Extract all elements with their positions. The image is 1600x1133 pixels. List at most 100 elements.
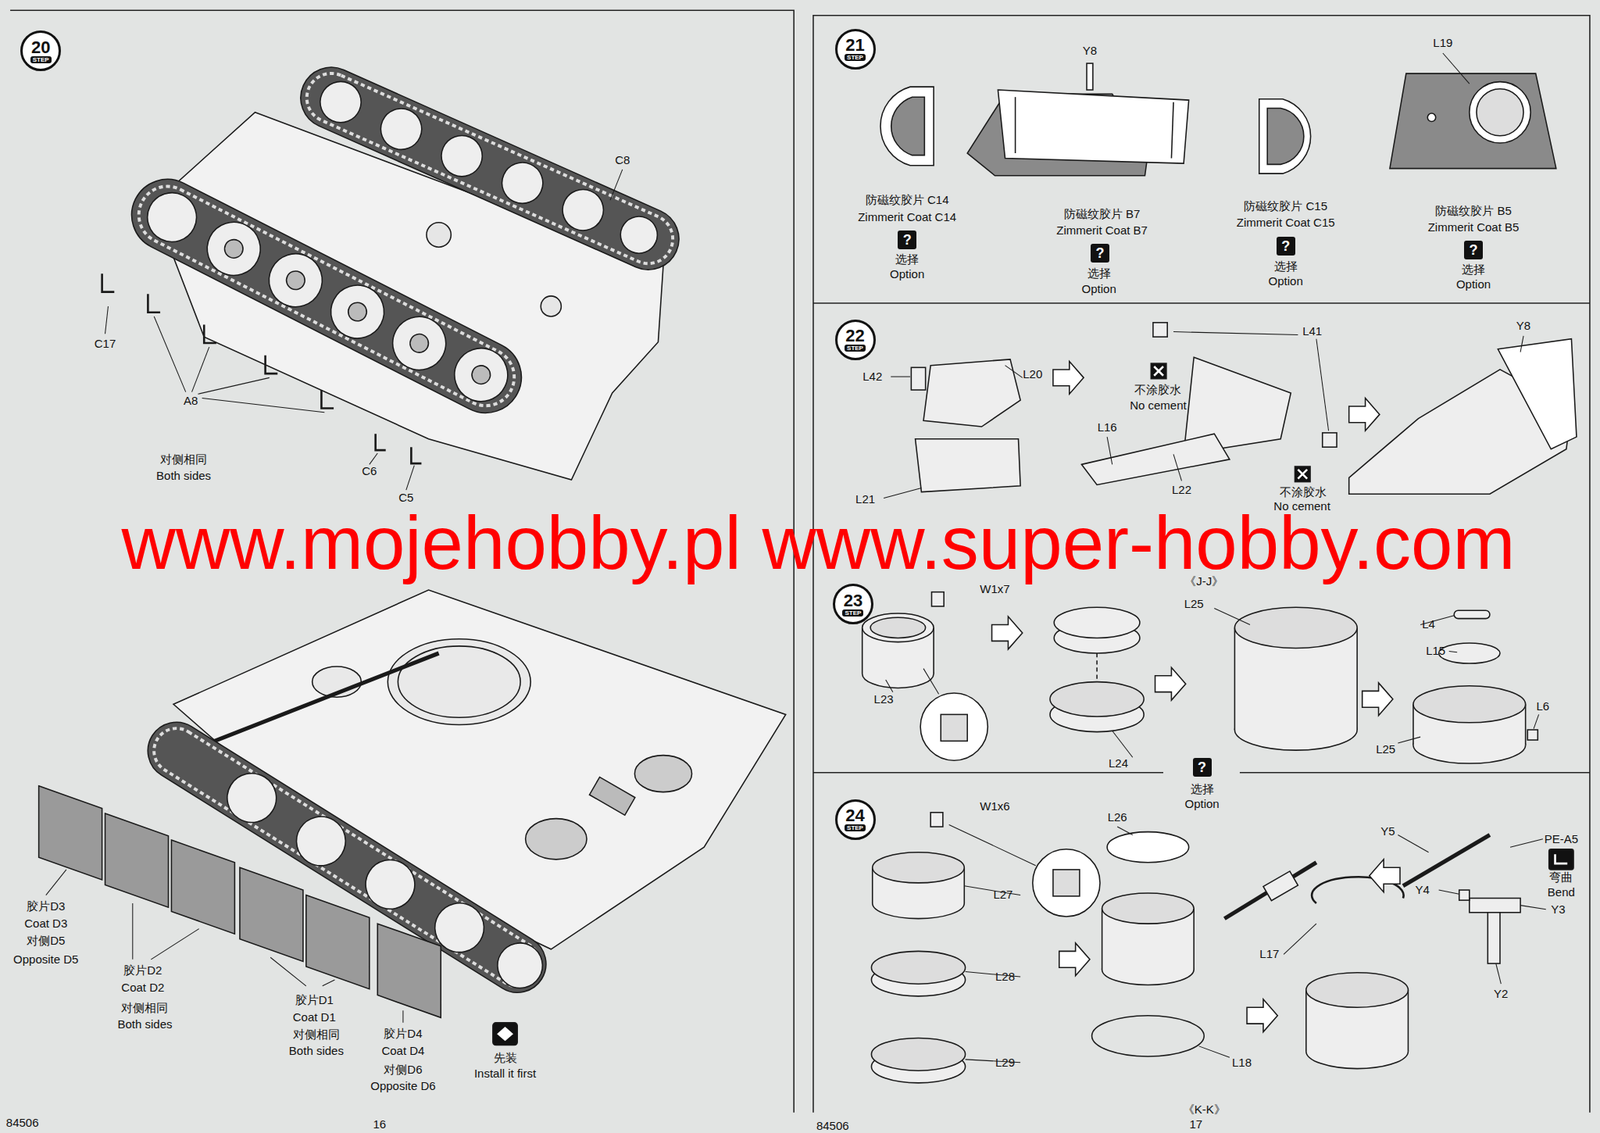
step-tag: STEP xyxy=(844,53,866,61)
part-label: L20 xyxy=(1022,367,1043,382)
part-label: L25 xyxy=(1184,597,1204,611)
part-label: L25 xyxy=(1375,742,1396,756)
part-label: 对侧相同 xyxy=(292,1028,340,1042)
part-label: Zimmerit Coat B7 xyxy=(1056,224,1148,238)
part-label: L17 xyxy=(1259,947,1279,961)
part-label: 选择 xyxy=(1274,259,1298,273)
part-label: 防磁纹胶片 B7 xyxy=(1064,207,1141,222)
part-label: Zimmerit Coat C14 xyxy=(857,210,957,225)
part-label: Y4 xyxy=(1415,882,1430,897)
part-label: L18 xyxy=(1232,1055,1252,1069)
part-label: Coat D3 xyxy=(24,916,68,930)
part-label: A8 xyxy=(183,394,198,408)
part-label: Y2 xyxy=(1493,987,1508,1001)
part-label: 84506 xyxy=(6,1115,40,1129)
watermark: www.mojehobby.pl www.super-hobby.com xyxy=(121,509,1516,577)
step-tag: STEP xyxy=(842,609,864,617)
step-number: 23 xyxy=(843,592,863,610)
part-label: 胶片D3 xyxy=(26,899,65,913)
part-label: PE-A5 xyxy=(1544,832,1579,846)
part-label: W1x6 xyxy=(979,799,1010,813)
part-label: 防磁纹胶片 B5 xyxy=(1435,204,1512,218)
step-circle: 24STEP xyxy=(835,799,876,840)
part-label: 胶片D1 xyxy=(295,992,334,1007)
part-label: L23 xyxy=(874,692,894,706)
part-label: C8 xyxy=(614,153,630,167)
part-label: 对侧相同 xyxy=(160,452,208,466)
option-icon: ? xyxy=(1090,243,1110,263)
step-number: 20 xyxy=(31,39,50,57)
part-label: 84506 xyxy=(816,1118,850,1133)
part-label: No cement xyxy=(1273,499,1331,513)
part-label: Option xyxy=(1185,797,1220,811)
part-label: Both sides xyxy=(289,1044,344,1058)
part-label: Opposite D6 xyxy=(370,1078,436,1093)
part-label: L4 xyxy=(1421,617,1436,632)
part-label: 胶片D4 xyxy=(383,1026,422,1040)
part-label: 选择 xyxy=(1190,782,1215,796)
part-label: Y3 xyxy=(1550,902,1565,916)
part-label: L22 xyxy=(1171,482,1192,497)
step-circle: 20STEP xyxy=(20,30,61,72)
part-label: 对侧D5 xyxy=(26,934,65,948)
part-label: Option xyxy=(889,267,925,282)
part-label: L24 xyxy=(1108,756,1129,770)
step-number: 24 xyxy=(845,807,865,825)
part-label: Both sides xyxy=(156,468,211,483)
part-label: Zimmerit Coat B5 xyxy=(1428,221,1520,235)
option-icon: ? xyxy=(1464,240,1483,260)
step-tag: STEP xyxy=(844,344,866,352)
part-label: Both sides xyxy=(117,1017,172,1032)
part-label: 17 xyxy=(1189,1117,1203,1132)
part-label: Zimmerit Coat C15 xyxy=(1236,215,1336,229)
part-label: Y8 xyxy=(1082,44,1097,58)
part-label: C6 xyxy=(361,464,377,479)
part-label: L29 xyxy=(995,1055,1015,1069)
step-circle: 21STEP xyxy=(835,28,876,70)
part-label: L41 xyxy=(1302,325,1322,339)
step-number: 21 xyxy=(845,36,865,54)
part-label: 《K-K》 xyxy=(1182,1102,1226,1116)
part-label: 弯曲 xyxy=(1549,871,1573,885)
part-label: 胶片D2 xyxy=(123,963,162,977)
step-circle: 22STEP xyxy=(835,319,876,361)
part-label: 对侧相同 xyxy=(121,1001,168,1015)
part-label: Option xyxy=(1456,278,1491,292)
part-label: Opposite D5 xyxy=(13,952,79,966)
step-tag: STEP xyxy=(30,56,52,64)
part-label: L21 xyxy=(855,492,875,506)
step-circle: 23STEP xyxy=(832,583,874,625)
option-icon: ? xyxy=(897,230,917,250)
part-label: L28 xyxy=(995,969,1015,983)
part-label: Coat D4 xyxy=(381,1044,425,1058)
option-icon: ? xyxy=(1276,236,1296,256)
part-label: L26 xyxy=(1107,810,1128,825)
part-label: 先装 xyxy=(493,1051,518,1065)
part-label: No cement xyxy=(1129,398,1187,412)
part-label: 《J-J》 xyxy=(1184,575,1224,589)
part-label: Bend xyxy=(1547,885,1575,899)
step-tag: STEP xyxy=(844,824,866,832)
part-label: 16 xyxy=(373,1117,387,1132)
part-label: L15 xyxy=(1425,644,1446,658)
part-label: 防磁纹胶片 C14 xyxy=(865,192,950,207)
part-label: L27 xyxy=(992,888,1013,902)
part-label: Install it first xyxy=(474,1066,536,1080)
option-icon: ? xyxy=(1192,757,1212,777)
part-label: 选择 xyxy=(1461,262,1486,276)
part-label: 选择 xyxy=(895,252,919,266)
part-label: L19 xyxy=(1432,35,1453,50)
part-label: 对侧D6 xyxy=(383,1062,422,1076)
part-label: Option xyxy=(1082,282,1117,296)
part-label: L6 xyxy=(1536,699,1550,713)
part-label: Coat D2 xyxy=(121,981,165,995)
part-label: L42 xyxy=(862,369,883,383)
part-label: L16 xyxy=(1097,421,1118,435)
part-label: Option xyxy=(1268,275,1304,289)
part-label: C5 xyxy=(398,491,414,505)
part-label: 不涂胶水 xyxy=(1279,485,1327,499)
part-label: 选择 xyxy=(1087,266,1111,280)
part-label: Y8 xyxy=(1516,318,1531,333)
step-number: 22 xyxy=(845,327,865,345)
part-label: 防磁纹胶片 C15 xyxy=(1243,199,1328,213)
